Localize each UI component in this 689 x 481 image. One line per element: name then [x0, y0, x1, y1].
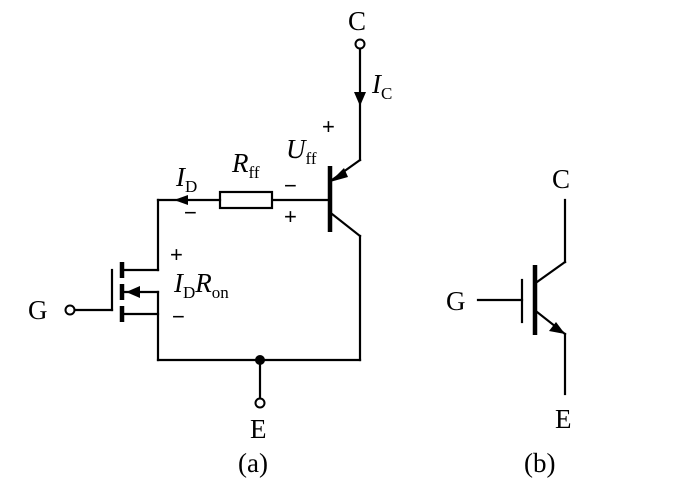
emitter-terminal-a	[254, 397, 266, 409]
caption-b: (b)	[524, 448, 555, 478]
label-collector-b: C	[552, 164, 570, 194]
sign-uff-minus: −	[284, 173, 297, 198]
sign-ron-minus: −	[172, 304, 185, 329]
sign-rff-plus: +	[284, 204, 297, 229]
label-id: ID	[175, 162, 197, 196]
caption-a: (a)	[238, 448, 268, 478]
label-collector-a: C	[348, 6, 366, 36]
collector-terminal-a	[354, 38, 366, 50]
sign-uff-plus: +	[322, 114, 335, 139]
bjt-emitter-arrow	[330, 168, 348, 182]
label-emitter-a: E	[250, 414, 267, 444]
equivalent-circuit-a	[64, 38, 366, 409]
label-uff: Uff	[286, 134, 317, 168]
label-emitter-b: E	[555, 404, 572, 434]
gate-terminal-a	[64, 304, 76, 316]
bjt-lead-lower	[330, 212, 362, 238]
resistor-rff	[218, 190, 274, 210]
symbol-collector-lead	[535, 260, 567, 284]
mosfet-body-arrow	[126, 286, 140, 298]
igbt-symbol-b	[476, 198, 567, 396]
sign-rff-minus: −	[184, 200, 197, 225]
label-rff: Rff	[231, 148, 260, 182]
label-id-ron: IDRon	[173, 268, 229, 302]
collector-current-arrow	[354, 92, 366, 106]
symbol-emitter-arrow	[549, 322, 565, 334]
label-ic: IC	[371, 69, 392, 103]
label-gate-b: G	[446, 286, 466, 316]
label-gate-a: G	[28, 295, 48, 325]
drift-current-arrow	[174, 195, 188, 205]
sign-ron-plus: +	[170, 242, 183, 267]
